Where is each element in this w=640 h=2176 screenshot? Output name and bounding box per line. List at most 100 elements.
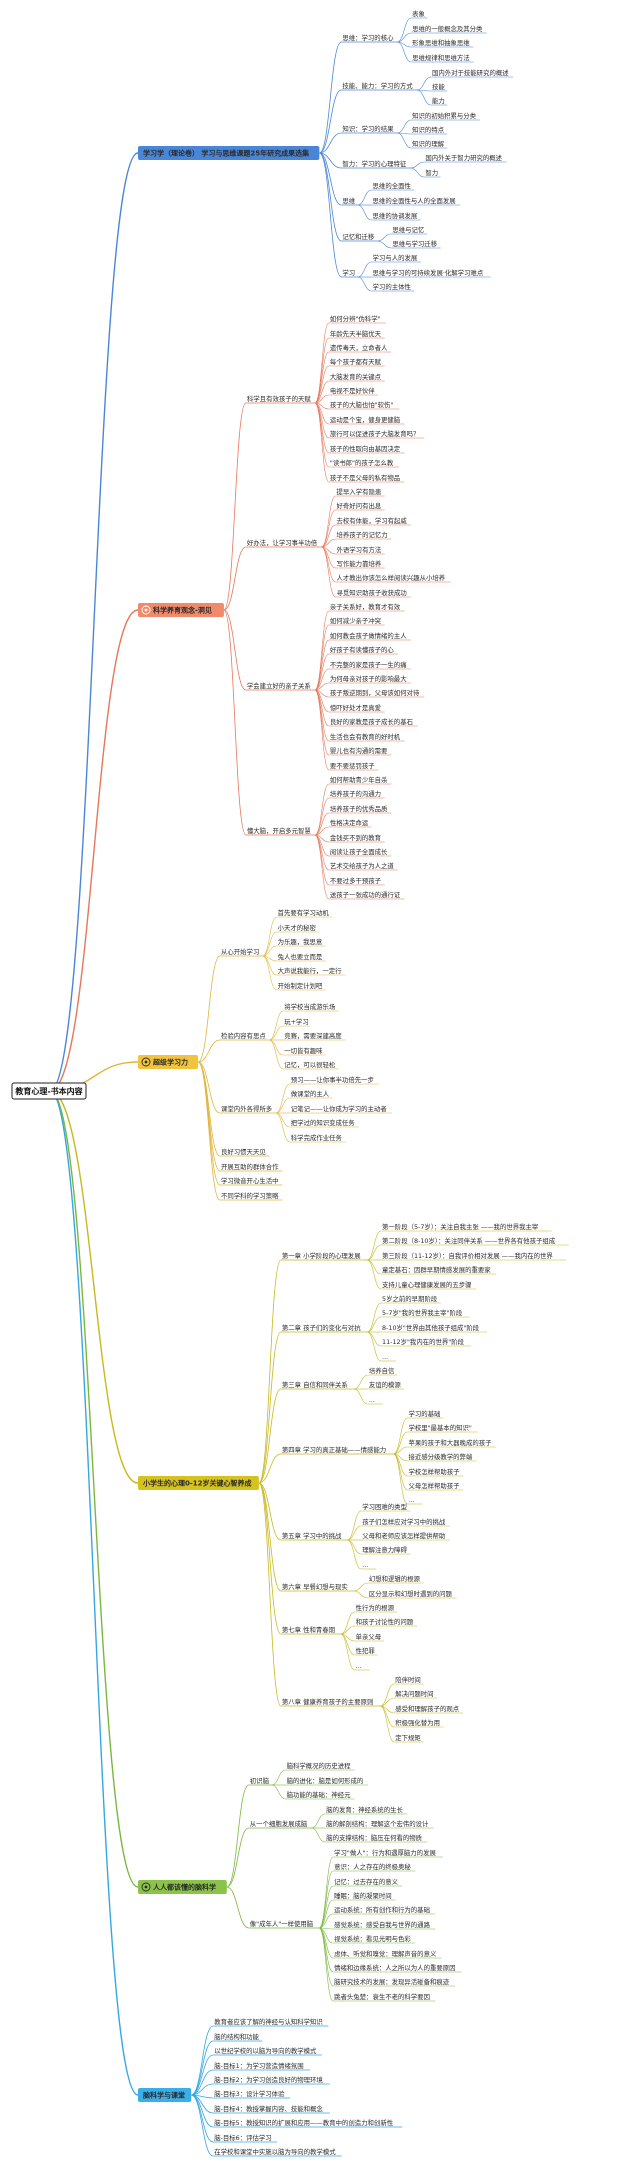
l2-node[interactable]: 脑-目标3：设计学习体验 <box>214 2089 285 2098</box>
l3-node[interactable]: 如何帮助青少年自杀 <box>330 775 388 784</box>
l2-node[interactable]: 从一个细胞发展成脑 <box>250 1819 308 1828</box>
l3-node[interactable]: 脑的解剖结构：理解这个宏伟的设计 <box>326 1819 429 1828</box>
l3-node[interactable]: 孩子不是父母的私有物品 <box>330 473 400 482</box>
l3-node[interactable]: ... <box>408 1496 414 1504</box>
l3-node[interactable]: 单亲父母 <box>356 1632 382 1641</box>
l3-node[interactable]: 生活也会有教育的好时机 <box>330 732 401 741</box>
l3-node[interactable]: 意识：人之存在的终极奥秘 <box>334 1862 411 1871</box>
l3-node[interactable]: 科学完成作业任务 <box>291 1133 343 1142</box>
l3-node[interactable]: 性犯罪 <box>356 1646 376 1655</box>
l3-node[interactable]: 艺术交给孩子为人之道 <box>330 861 395 870</box>
l3-node[interactable]: ... <box>356 1662 362 1670</box>
l3-node[interactable]: 要不要惩罚孩子 <box>330 761 375 770</box>
l3-node[interactable]: 支持儿童心理健康发展的五步骤 <box>382 1280 472 1289</box>
l3-node[interactable]: 如何减少亲子冲突 <box>330 616 382 625</box>
l2-node[interactable]: 第二章 孩子们的变化与对抗 <box>282 1323 361 1332</box>
l3-node[interactable]: 孩子的大脑也怕"软伤" <box>330 400 393 409</box>
l3-node[interactable]: 第一阶段（5-7岁）：关注自我主张 ——我的世界我主宰 <box>382 1222 539 1231</box>
l3-node[interactable]: 学习"做人"：行为和遇厚脑力的发展 <box>334 1848 436 1857</box>
l3-node[interactable]: 良好的家教是孩子成长的基石 <box>330 717 413 726</box>
l3-node[interactable]: 兔人也要立而是 <box>278 952 323 961</box>
l3-node[interactable]: 国内外对于技能研究的概述 <box>432 68 509 77</box>
l3-node[interactable]: 情绪和边缘系统：人之所以为人的重要原因 <box>334 1963 455 1972</box>
l2-node[interactable]: 不同学科的学习策略 <box>221 1191 279 1200</box>
l3-node[interactable]: 去校有体能，学习有起威 <box>337 516 408 525</box>
l3-node[interactable]: 孩子们怎样应对学习中的挑战 <box>362 1517 446 1526</box>
l3-node[interactable]: 性格决定命运 <box>330 818 369 827</box>
l3-node[interactable]: 寻觅知识助孩子收获成功 <box>337 588 407 597</box>
l3-node[interactable]: 提早入学有隐患 <box>337 487 382 496</box>
l3-node[interactable]: 运动是个宝，健身更健脑 <box>330 415 401 424</box>
l3-node[interactable]: ... <box>382 1353 388 1361</box>
l3-node[interactable]: 思维的全面性与人的全面发展 <box>373 196 457 205</box>
l3-node[interactable]: 外语学习有方法 <box>337 545 382 554</box>
l3-node[interactable]: 为乐趣，我思意 <box>278 937 323 946</box>
l2-node[interactable]: 第五章 学习中的挑战 <box>282 1531 342 1540</box>
l3-node[interactable]: 国内外关于智力研究的概述 <box>425 153 502 162</box>
l3-node[interactable]: 思维的一般概念及其分类 <box>412 24 483 33</box>
l3-node[interactable]: 竞赛，需要深建高度 <box>284 1031 342 1040</box>
l3-node[interactable]: 玩+学习 <box>284 1017 309 1026</box>
l3-node[interactable]: 跳者头兔楚：衰生不老的科学要因 <box>334 1992 430 2001</box>
l3-node[interactable]: 父母和老师应该怎样提供帮助 <box>362 1531 445 1540</box>
l3-node[interactable]: 把学过的知识变成任务 <box>291 1118 356 1127</box>
l2-node[interactable]: 学会建立好的亲子关系 <box>247 681 311 690</box>
l3-node[interactable]: 表象 <box>412 9 425 18</box>
l3-node[interactable]: 亲子关系好，教育才有效 <box>330 602 401 611</box>
l3-node[interactable]: 父母怎样帮助孩子 <box>408 1481 460 1490</box>
l2-node[interactable]: 开展互助的群体合作 <box>221 1162 279 1171</box>
l3-node[interactable]: 8-10岁"世界由其他孩子组成"阶段 <box>382 1323 480 1332</box>
l3-node[interactable]: 年龄先天半脑优天 <box>330 329 382 338</box>
l3-node[interactable]: 大脑发育的关键点 <box>330 372 382 381</box>
l3-node[interactable]: 11-12岁"我内在的世界"阶段 <box>382 1337 465 1346</box>
l3-node[interactable]: 孩子的性取向由基因决定 <box>330 444 401 453</box>
l3-node[interactable]: 金钱买不到的教育 <box>330 833 382 842</box>
l3-node[interactable]: 将学校当成游乐场 <box>284 1002 335 1011</box>
l3-node[interactable]: 电视不是好伙伴 <box>330 386 375 395</box>
l3-node[interactable]: 好孩子有读懂孩子的心 <box>330 645 395 654</box>
l3-node[interactable]: 孩子叛逆期到，父母该如何对待 <box>330 688 420 697</box>
l2-node[interactable]: 检验内容有思点 <box>221 1031 266 1040</box>
l2-node[interactable]: 良好习惯天天见 <box>221 1147 266 1156</box>
l2-node[interactable]: 从心开始学习 <box>221 947 259 956</box>
l3-node[interactable]: 惊吓好处才是真爱 <box>330 703 381 712</box>
l3-node[interactable]: 思维的协调发展 <box>373 211 418 220</box>
l3-node[interactable]: 培养孩子的优秀品质 <box>330 804 388 813</box>
l2-node[interactable]: 第八章 健康养育孩子的主要原则 <box>282 1697 374 1706</box>
l3-node[interactable]: 知识的初始积累与分类 <box>412 111 477 120</box>
l3-node[interactable]: 人才教出你该怎么样阅读兴趣从小培养 <box>337 573 446 582</box>
l3-node[interactable]: 知识的理解 <box>412 139 445 148</box>
l3-node[interactable]: 记忆：过去存在的意义 <box>334 1877 399 1886</box>
l3-node[interactable]: 培养自信 <box>369 1366 395 1375</box>
l3-node[interactable]: 脑科学概况的历史进程 <box>287 1761 352 1770</box>
l2-node[interactable]: 思维：学习的核心 <box>342 33 394 42</box>
l3-node[interactable]: 区分显示和幻想时遇到的问题 <box>369 1589 453 1598</box>
l3-node[interactable]: 开始制定计划吧 <box>278 981 323 990</box>
l3-node[interactable]: 大声说我能行，一定行 <box>278 966 343 975</box>
l3-node[interactable]: 遗传毒天，立命者人 <box>330 343 388 352</box>
root-node[interactable] <box>11 1082 87 1100</box>
l3-node[interactable]: 写作能力靠培养 <box>337 559 382 568</box>
branch-node-2[interactable] <box>138 603 224 617</box>
l2-node[interactable]: 第三章 自信和同伴关系 <box>282 1380 348 1389</box>
l3-node[interactable]: 积极强化替为用 <box>395 1718 440 1727</box>
l2-node[interactable]: 教育者应该了解的神经与认知科学知识 <box>214 2017 323 2026</box>
l3-node[interactable]: 学习的基础 <box>408 1409 440 1418</box>
l3-node[interactable]: 智力 <box>425 168 438 177</box>
branch-node-6[interactable] <box>138 2088 192 2102</box>
l2-node[interactable]: 脑-目标6：评估学习 <box>214 2133 272 2142</box>
branch-node-5[interactable] <box>138 1880 227 1894</box>
l2-node[interactable]: 初识脑 <box>250 1776 270 1785</box>
branch-node-3[interactable] <box>138 1055 198 1069</box>
l3-node[interactable]: 小天才的秘密 <box>278 923 317 932</box>
l3-node[interactable]: 脑的发育：神经系统的生长 <box>326 1805 403 1814</box>
l3-node[interactable]: 做课堂的主人 <box>291 1089 330 1098</box>
l3-node[interactable]: 送孩子一张成功的通行证 <box>330 890 401 899</box>
l3-node[interactable]: 一切皆有趣味 <box>284 1046 323 1055</box>
l3-node[interactable]: 阅读让孩子全面成长 <box>330 847 388 856</box>
l3-node[interactable]: 学校里"最基本的知识" <box>408 1423 471 1432</box>
l3-node[interactable]: 学习与人的发展 <box>373 253 418 262</box>
l3-node[interactable]: 形象思维和抽象思维 <box>412 38 470 47</box>
l3-node[interactable]: 思维的全面性 <box>373 181 412 190</box>
l3-node[interactable]: 思维规律和思维方法 <box>412 53 470 62</box>
